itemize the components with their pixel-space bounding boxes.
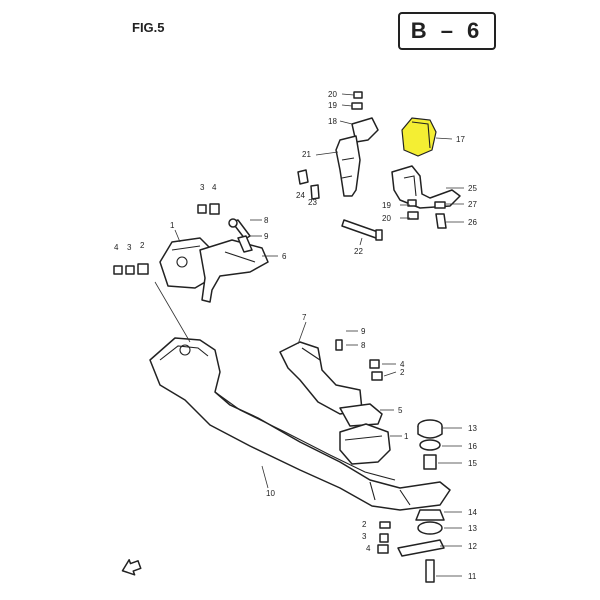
right-upper-mount <box>391 117 461 229</box>
right-engine-mount <box>279 339 391 465</box>
lower-fasteners <box>377 521 391 554</box>
callout-2-left: 2 <box>140 241 145 250</box>
callout-26: 26 <box>468 218 477 227</box>
callout-1-center: 1 <box>404 432 409 441</box>
left-engine-mount <box>159 237 269 303</box>
callout-9-upper: 9 <box>264 232 269 241</box>
callout-12: 12 <box>468 542 477 551</box>
callout-8-upper: 8 <box>264 216 269 225</box>
bushing-stack <box>397 419 445 583</box>
callout-3-left: 3 <box>127 243 132 252</box>
callout-3-lower: 3 <box>362 532 367 541</box>
section-code: B – 6 <box>410 18 484 43</box>
callout-15: 15 <box>468 459 477 468</box>
callout-11: 11 <box>468 572 477 581</box>
callout-2-center: 2 <box>400 368 405 377</box>
callout-2-lower: 2 <box>362 520 367 529</box>
callout-22: 22 <box>354 247 363 256</box>
callout-13-lower: 13 <box>468 524 477 533</box>
callout-19-right: 19 <box>382 201 391 210</box>
callout-25: 25 <box>468 184 477 193</box>
callout-3-upper-left: 3 <box>200 183 205 192</box>
callout-9-center: 9 <box>361 327 366 336</box>
callout-14: 14 <box>468 508 477 517</box>
highlighted-part <box>401 117 437 157</box>
callout-20-top: 20 <box>328 90 337 99</box>
callout-24: 24 <box>296 191 305 200</box>
callout-27: 27 <box>468 200 477 209</box>
callout-5: 5 <box>398 406 403 415</box>
callout-8-center: 8 <box>361 341 366 350</box>
crossmember <box>149 337 451 511</box>
callout-23: 23 <box>308 198 317 207</box>
section-code-box: B – 6 <box>398 12 496 50</box>
forward-arrow-icon <box>121 559 142 576</box>
upper-bracket-assembly <box>297 91 383 241</box>
leader-lines <box>154 93 464 577</box>
callout-7: 7 <box>302 313 307 322</box>
callout-20-right: 20 <box>382 214 391 223</box>
callout-1-left: 1 <box>170 221 175 230</box>
callout-4-left: 4 <box>114 243 119 252</box>
callout-19-top: 19 <box>328 101 337 110</box>
callout-numbers: 20 19 18 17 21 24 23 25 19 27 20 26 22 3… <box>114 90 477 581</box>
callout-10: 10 <box>266 489 275 498</box>
figure-label: FIG.5 <box>132 20 165 35</box>
callout-18: 18 <box>328 117 337 126</box>
callout-17: 17 <box>456 135 465 144</box>
callout-13-upper: 13 <box>468 424 477 433</box>
callout-21: 21 <box>302 150 311 159</box>
callout-4-lower: 4 <box>366 544 371 553</box>
callout-4-upper-left: 4 <box>212 183 217 192</box>
callout-6: 6 <box>282 252 287 261</box>
callout-16: 16 <box>468 442 477 451</box>
callout-4-center: 4 <box>400 360 405 369</box>
